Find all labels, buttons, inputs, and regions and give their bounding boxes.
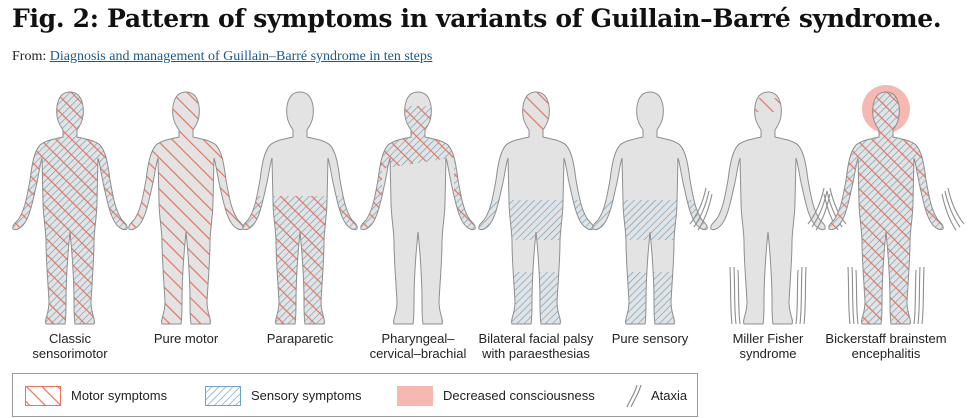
label-bilateral-facial-palsy: Bilateral facial palsy with paraesthesia…	[466, 331, 606, 361]
body-classic-sensorimotor	[12, 91, 128, 325]
label-line: Pure motor	[153, 331, 219, 346]
label-classic-sensorimotor: Classic sensorimotor	[0, 331, 140, 361]
label-line: Classic	[49, 331, 91, 346]
legend-label: Sensory symptoms	[251, 388, 362, 403]
label-line: Paraparetic	[266, 331, 334, 346]
sensory-swatch	[205, 386, 241, 406]
body-paraparetic	[242, 91, 358, 325]
legend-label: Motor symptoms	[71, 388, 168, 403]
figure-title: Fig. 2: Pattern of symptoms in variants …	[12, 4, 942, 33]
label-line: Pharyngeal–	[381, 331, 455, 346]
label-paraparetic: Paraparetic	[230, 331, 370, 346]
motor-swatch	[25, 386, 61, 406]
label-line: cervical–brachial	[369, 346, 467, 361]
from-prefix: From:	[12, 49, 47, 64]
legend: Motor symptoms Sensory symptoms Decrease…	[12, 373, 698, 417]
body-figures	[12, 85, 965, 325]
label-line: syndrome	[739, 346, 797, 361]
body-pharyngeal-cervical-brachial	[360, 91, 476, 325]
label-line: Pure sensory	[611, 331, 689, 346]
label-miller-fisher: Miller Fisher syndrome	[698, 331, 838, 361]
label-line: with paraesthesias	[482, 346, 590, 361]
source-line: From: Diagnosis and management of Guilla…	[12, 49, 432, 65]
label-line: sensorimotor	[32, 346, 108, 361]
legend-label: Ataxia	[651, 388, 688, 403]
label-pure-sensory: Pure sensory	[580, 331, 720, 346]
label-line: Bilateral facial palsy	[478, 331, 594, 346]
label-pharyngeal-cervical-brachial: Pharyngeal– cervical–brachial	[348, 331, 488, 361]
body-bilateral-facial-palsy	[478, 91, 594, 325]
figure-labels: Classic sensorimotor Pure motor Parapare…	[0, 331, 977, 365]
label-pure-motor: Pure motor	[116, 331, 256, 346]
label-line: Miller Fisher	[732, 331, 804, 346]
label-bickerstaff: Bickerstaff brainstem encephalitis	[816, 331, 956, 361]
legend-label: Decreased consciousness	[443, 388, 595, 403]
consciousness-swatch	[397, 386, 433, 406]
body-pure-motor	[128, 91, 244, 325]
label-line: Bickerstaff brainstem	[825, 331, 947, 346]
label-line: encephalitis	[851, 346, 921, 361]
source-article-link[interactable]: Diagnosis and management of Guillain–Bar…	[49, 49, 433, 64]
body-miller-fisher	[689, 91, 847, 325]
ataxia-icon	[626, 384, 642, 408]
